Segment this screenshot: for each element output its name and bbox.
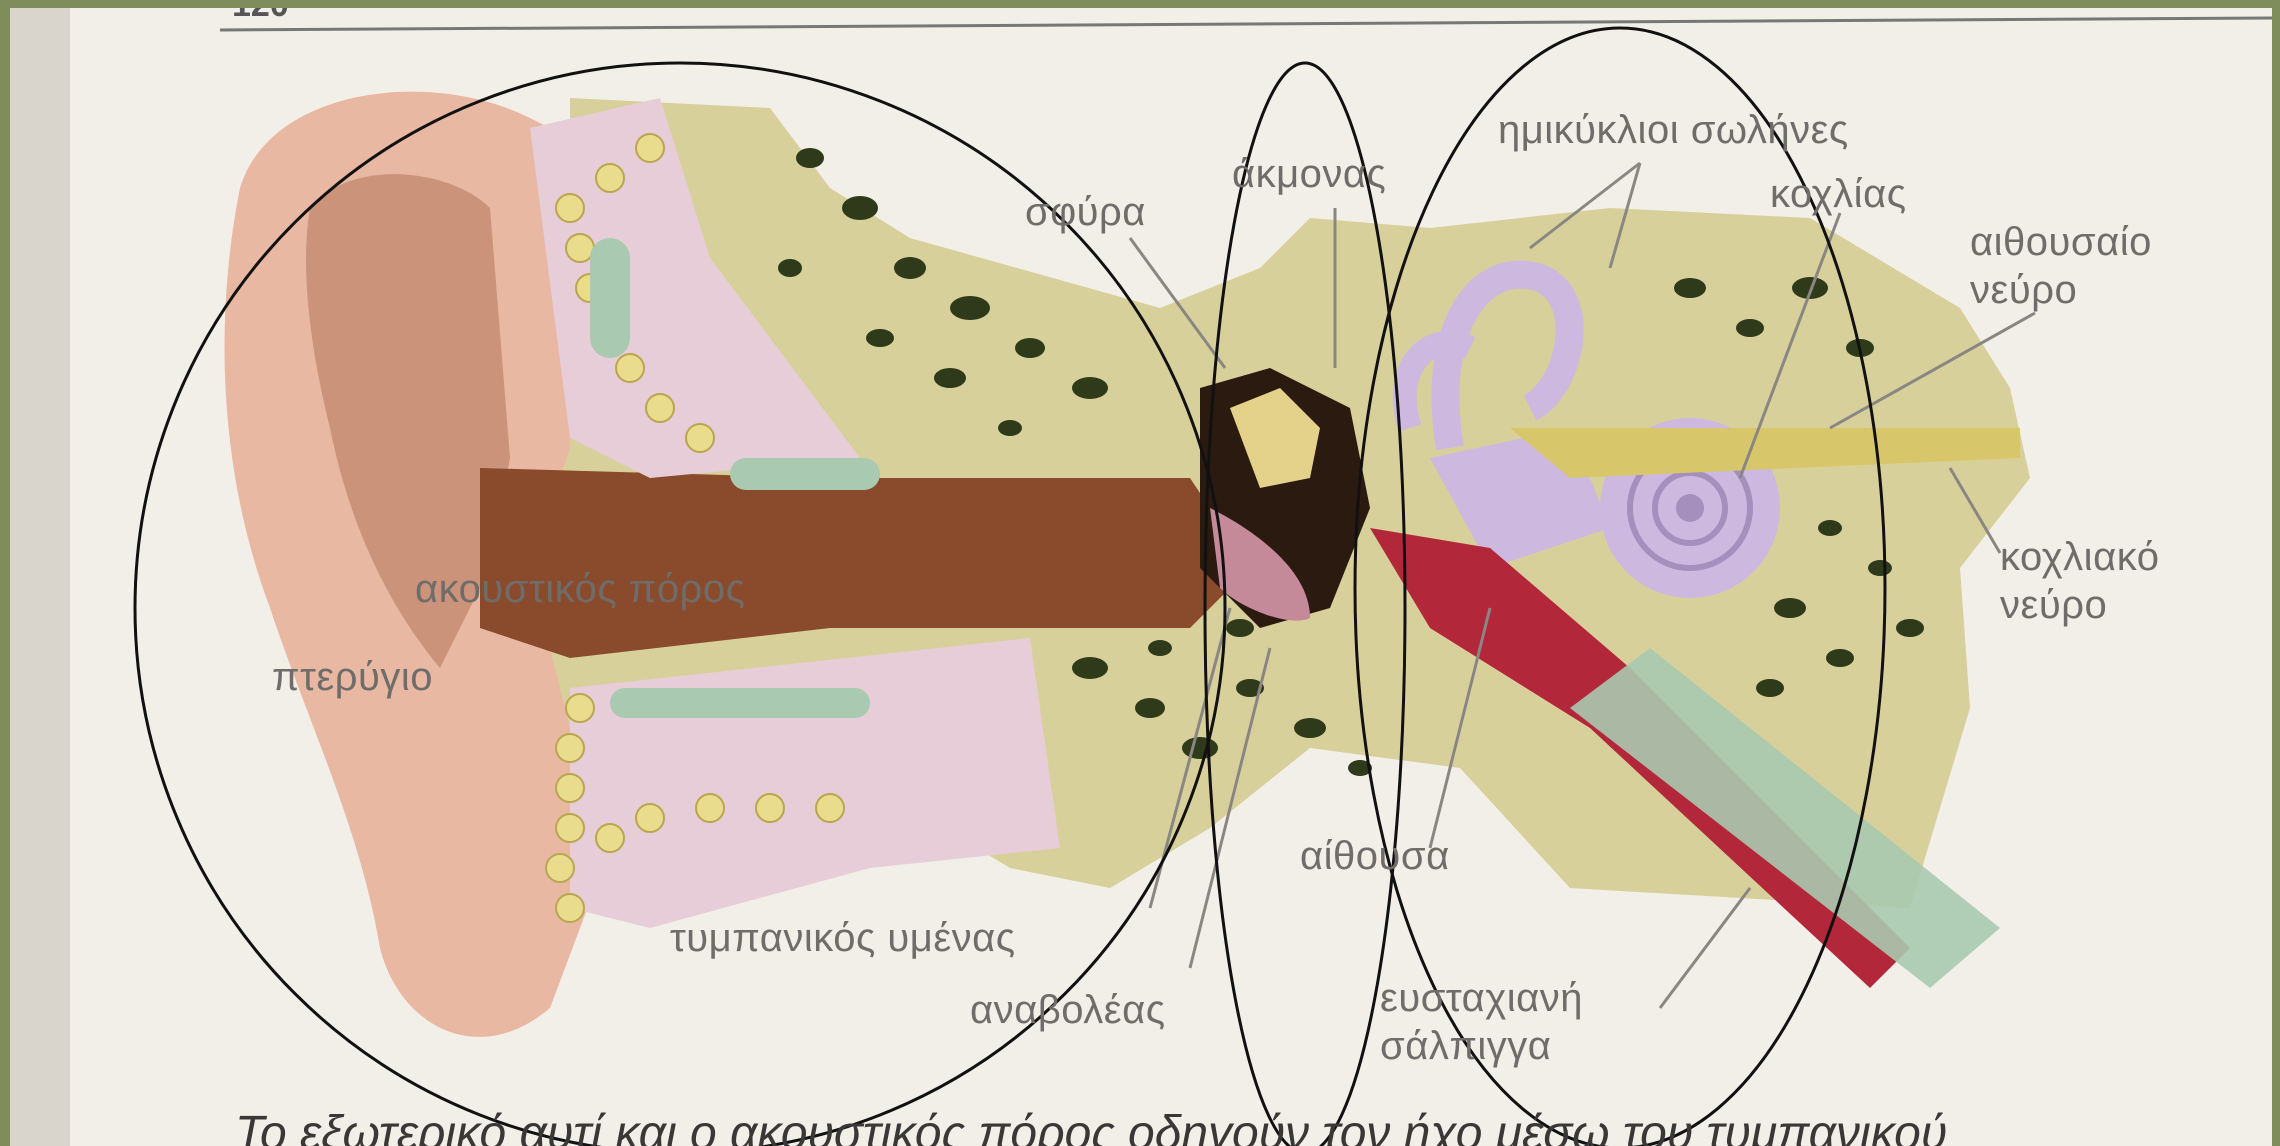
page-shadow [10, 8, 70, 1146]
lower-cartilage [570, 638, 1060, 928]
upper-canal-strip [730, 458, 880, 490]
label-eustachian-tube-line2: σάλπιγγα [1380, 1022, 1583, 1070]
label-stapes: αναβολέας [970, 986, 1165, 1034]
label-eustachian-tube: ευσταχιανή σάλπιγγα [1380, 974, 1583, 1070]
label-cochlear-nerve: κοχλιακό νεύρο [2000, 533, 2159, 629]
label-cochlea: κοχλίας [1770, 170, 1906, 218]
lower-canal-strip [610, 688, 870, 718]
label-pinna: πτερύγιο [272, 653, 433, 701]
ear-anatomy-illustration [10, 8, 2272, 1146]
upper-cartilage-strip [590, 238, 630, 358]
label-malleus: σφύρα [1025, 188, 1146, 236]
figure-caption: Το εξωτερικό αυτί και ο ακουστικός πόρος… [235, 1106, 1947, 1146]
label-tympanic-membrane: τυμπανικός υμένας [670, 914, 1016, 962]
label-vestibular-nerve: αιθουσαίο νεύρο [1970, 218, 2152, 314]
label-vestibular-nerve-line1: αιθουσαίο [1970, 218, 2152, 266]
label-vestibule: αίθουσα [1300, 832, 1450, 880]
label-eustachian-tube-line1: ευσταχιανή [1380, 974, 1583, 1022]
label-cochlear-nerve-line1: κοχλιακό [2000, 533, 2159, 581]
page-top-rule [220, 18, 2272, 30]
diagram-frame: 120 [10, 8, 2272, 1146]
label-auditory-canal: ακουστικός πόρος [415, 565, 745, 613]
label-vestibular-nerve-line2: νεύρο [1970, 266, 2152, 314]
label-incus: άκμονας [1232, 150, 1386, 198]
label-cochlear-nerve-line2: νεύρο [2000, 581, 2159, 629]
label-semicircular-canals: ημικύκλιοι σωλήνες [1498, 106, 1849, 154]
